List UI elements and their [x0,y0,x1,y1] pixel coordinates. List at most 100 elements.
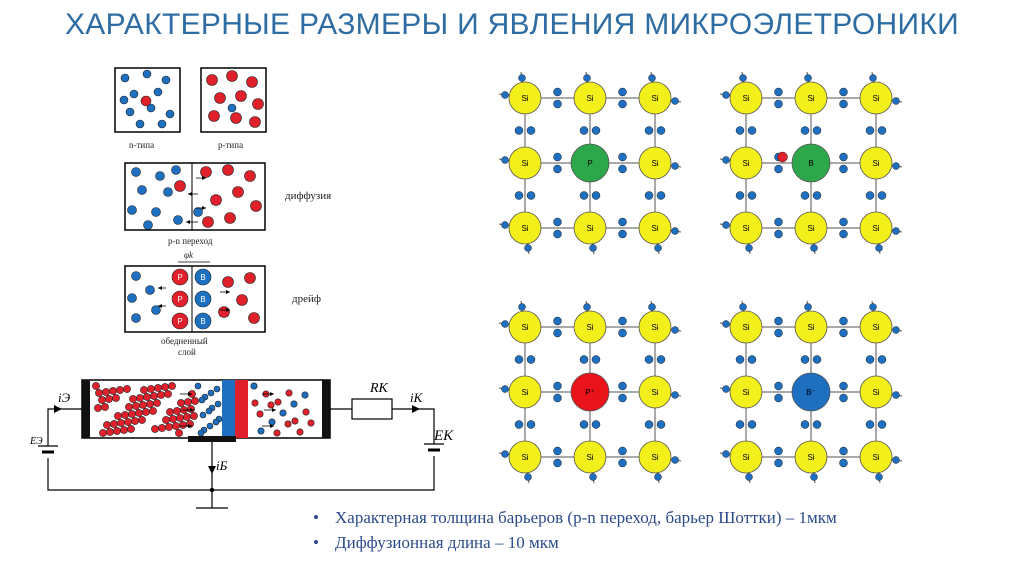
electron [119,95,129,105]
electron [198,396,206,404]
bond-electron [644,355,654,364]
si-atom [508,211,542,245]
bullet-item: •Характерная толщина барьеров (p-n перех… [313,508,837,527]
bond-electron [812,420,822,429]
bond-electron [747,126,757,135]
bond-electron [865,126,875,135]
bond-electron [583,74,591,82]
bond-electron [526,126,536,135]
hole [250,200,262,212]
si-atom [729,310,763,344]
hole [112,394,120,402]
hole [274,398,282,406]
bond-electron [589,473,597,481]
si-atom-label: Si [586,224,593,233]
si-atom [859,81,893,115]
motion-arrowhead [188,392,192,396]
bond-electron [618,328,627,338]
si-atom-label: Si [742,159,749,168]
hole [273,429,281,437]
bond-electron [553,393,562,403]
si-atom-label: Si [872,323,879,332]
si-atom [859,375,893,409]
bond-electron [735,126,745,135]
bond-electron [875,244,883,252]
hole [235,90,247,102]
si-atom [573,440,607,474]
electron [161,75,171,85]
hole [236,294,248,306]
bond-electron [644,126,654,135]
acceptor-ion-label: B [200,317,205,326]
hole [267,401,275,409]
bond-electron [514,355,524,364]
electron [173,215,183,225]
motion-arrowhead [270,392,274,396]
si-atom [729,81,763,115]
donor-ion [171,268,189,286]
bond-electron [618,229,627,239]
electron [290,400,298,408]
electron [155,171,165,181]
bond-electron [579,126,589,135]
dopant-atom [570,372,610,412]
bond-electron [526,355,536,364]
page-title: ХАРАКТЕРНЫЕ РАЗМЕРЫ И ЯВЛЕНИЯ МИКРОЭЛЕТР… [64,8,960,41]
bond-electron [656,126,666,135]
bullet-text-diffusion-length: Диффузионная длина – 10 мкм [335,533,559,552]
hole [284,420,292,428]
hole [113,427,121,435]
hole [124,418,132,426]
hole [151,425,159,433]
hole [244,170,256,182]
bond-electron [739,303,747,311]
bond-electron [774,87,783,97]
hole [302,408,310,416]
si-atom [508,440,542,474]
bond-electron [591,126,601,135]
electron [301,391,309,399]
electron [131,271,141,281]
si-atom-label: Si [807,224,814,233]
bond-electron [648,303,656,311]
acceptor-ion-label: B [200,273,205,282]
si-atom [859,146,893,180]
electron [197,429,205,437]
hole [139,401,147,409]
bond-electron [553,164,562,174]
si-atom-label: Si [872,94,879,103]
si-atom [794,211,828,245]
donor-ion [171,312,189,330]
electron [137,185,147,195]
hole [105,395,113,403]
ie-arrow [54,405,62,413]
hole [248,312,260,324]
hole [140,95,152,107]
bond-electron [747,355,757,364]
motion-arrowhead [188,192,192,196]
hole [121,411,129,419]
si-atom-label: Si [742,323,749,332]
hole [161,383,169,391]
bond-electron [722,320,730,328]
bond-electron [745,473,753,481]
si-atom [638,211,672,245]
dopant-atom-label: P⁺ [585,388,595,397]
bond-electron [735,420,745,429]
electron [205,407,213,415]
hole [158,424,166,432]
hole [140,386,148,394]
si-atom-label: Si [872,453,879,462]
acceptor-ion-label: B [200,295,205,304]
si-atom-label: Si [872,159,879,168]
base-depletion-blue [222,380,235,438]
electron [257,427,265,435]
bond-electron [524,473,532,481]
bond-electron [656,420,666,429]
si-atom [638,310,672,344]
ground-node [209,487,215,493]
acceptor-ion [194,290,212,308]
hole [103,421,111,429]
